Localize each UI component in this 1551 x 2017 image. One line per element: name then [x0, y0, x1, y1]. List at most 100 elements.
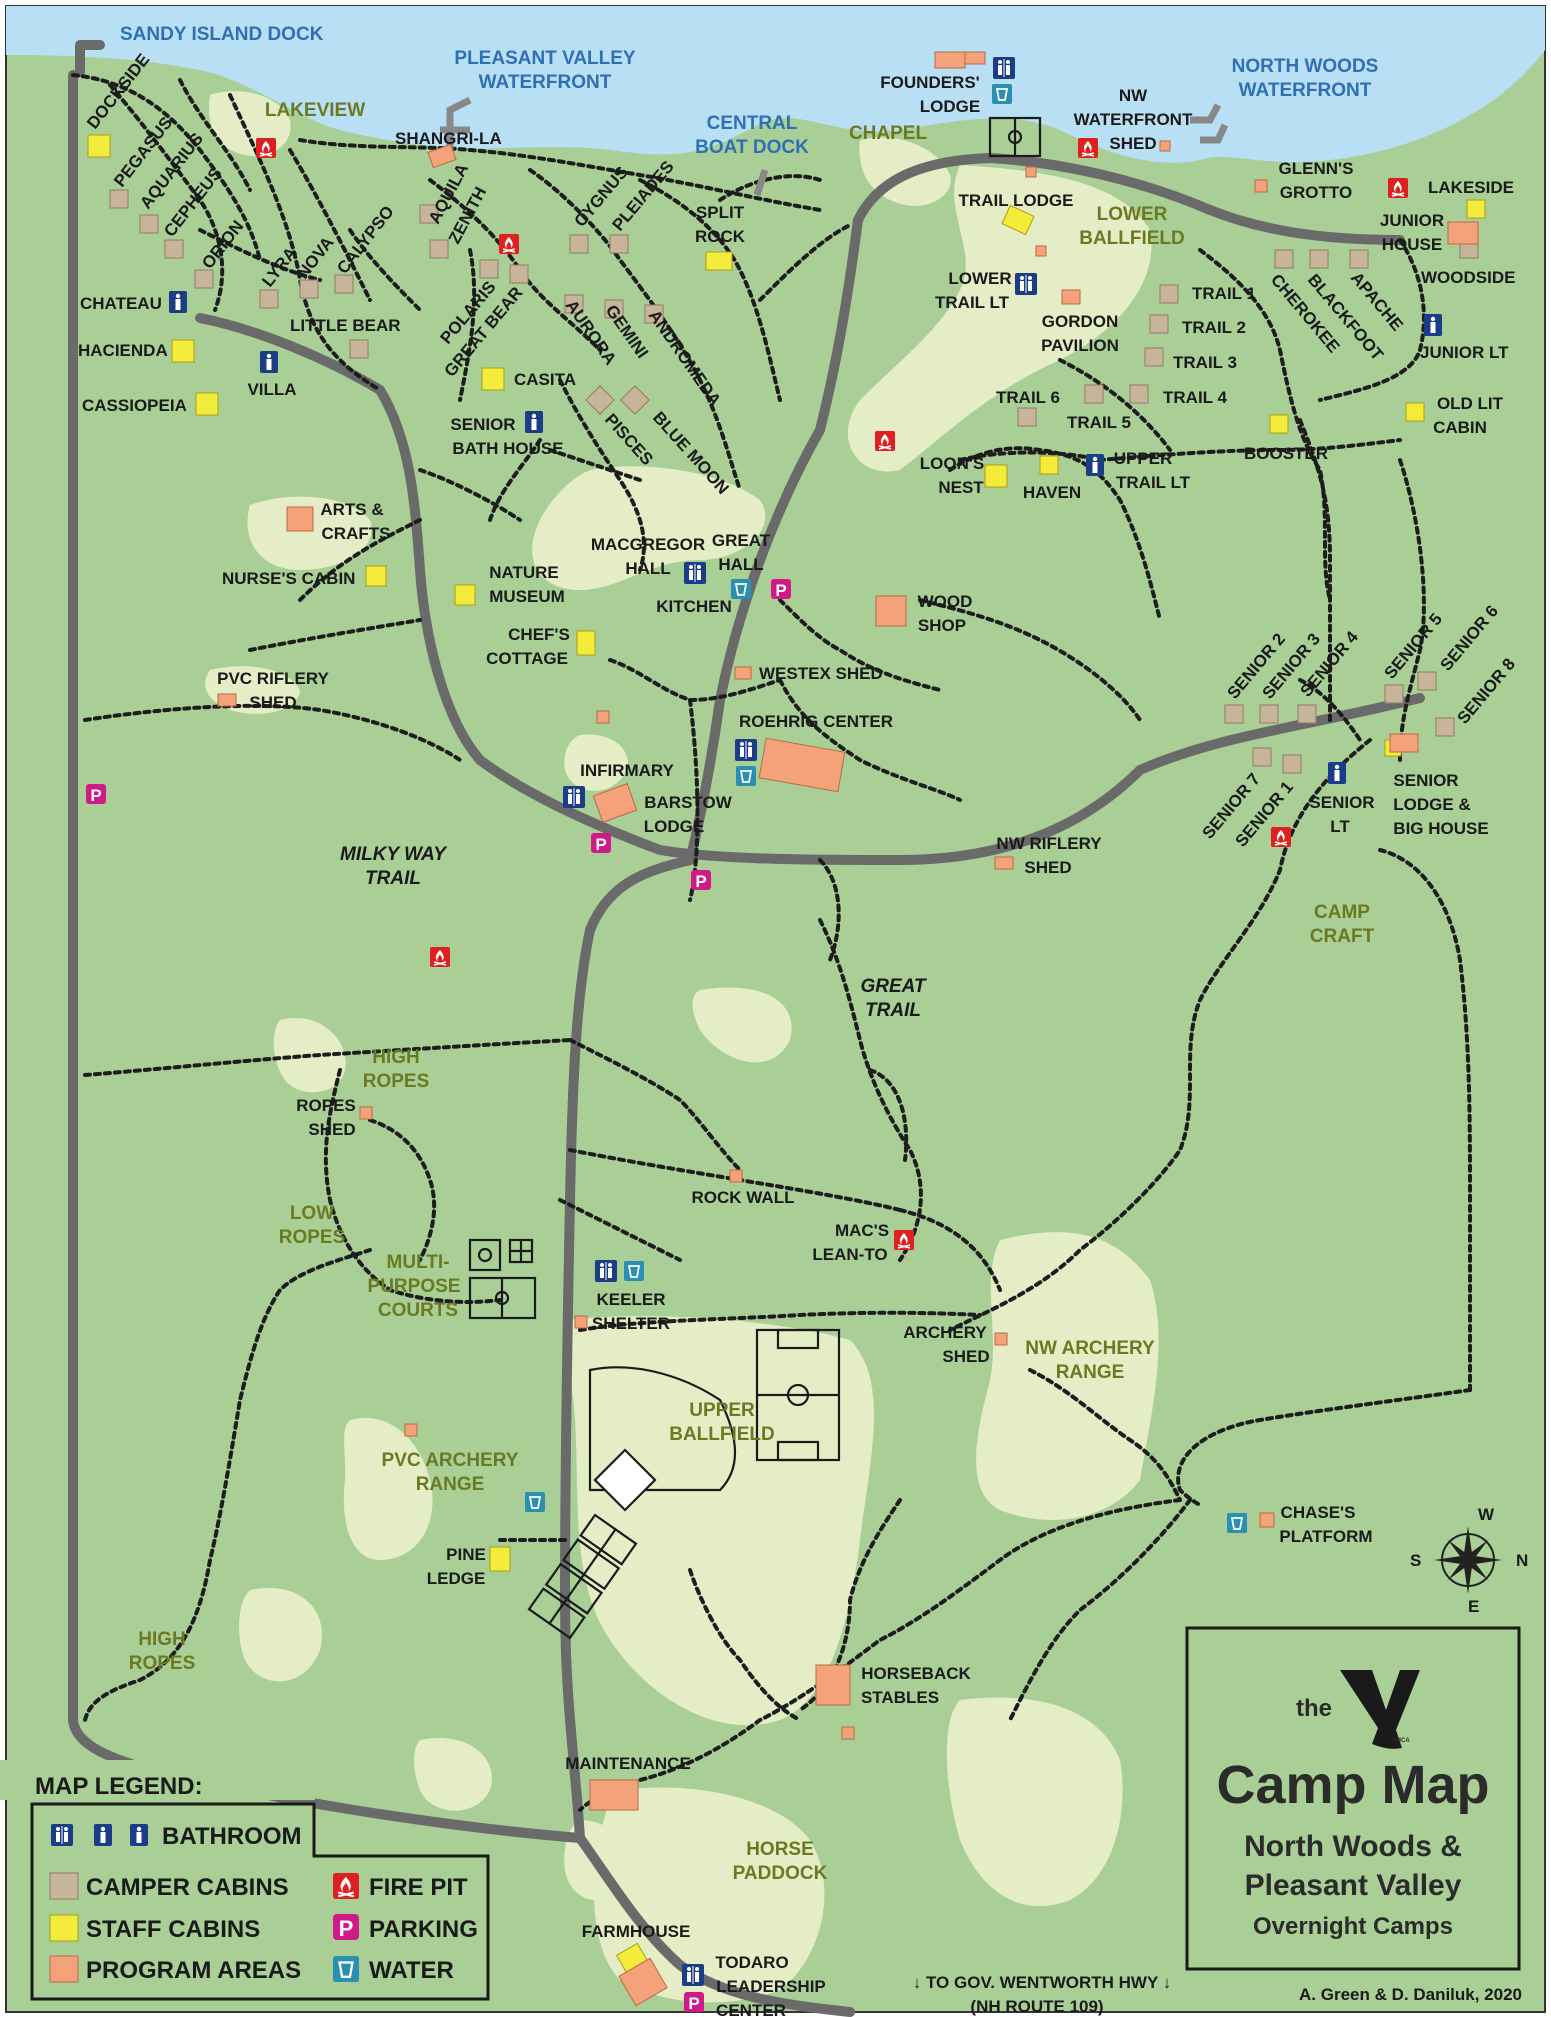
label-kitchen: KITCHEN — [656, 597, 732, 616]
label-horse-paddock: HORSE — [746, 1839, 814, 1860]
label-camp-craft: CAMP — [1314, 902, 1370, 923]
label-senior-bath-house: SENIOR — [450, 415, 515, 434]
label-nature-museum: NATURE — [489, 563, 559, 582]
label-great-trail-2: TRAIL — [865, 1000, 921, 1021]
label-chateau: CHATEAU — [80, 294, 162, 313]
legend-staff-swatch — [49, 1914, 79, 1942]
label-trail-6: TRAIL 6 — [996, 388, 1060, 407]
compass-e: E — [1468, 1597, 1479, 1616]
label-nw-archery-range-2: RANGE — [1056, 1362, 1125, 1383]
label-arts-crafts-2: CRAFTS — [322, 524, 391, 543]
title-subtitle-2: Pleasant Valley — [1245, 1869, 1462, 1902]
trails — [71, 73, 1473, 1812]
label-founders-lodge: FOUNDERS' — [880, 73, 979, 92]
label-junior-house-2: HOUSE — [1382, 235, 1442, 254]
label-nurses-cabin: NURSE'S CABIN — [222, 569, 355, 588]
fire-pit-icon — [1270, 826, 1292, 848]
label-north-woods-waterfront: NORTH WOODS — [1232, 56, 1379, 77]
bathroom-icon — [683, 561, 707, 585]
label-lower-trail-lt-2: TRAIL LT — [935, 293, 1010, 312]
label-pvc-archery-range-2: RANGE — [416, 1474, 485, 1495]
area-labels: LAKEVIEW CHAPEL LOWER BALLFIELD CAMP CRA… — [129, 100, 1375, 1884]
label-low-ropes-2: ROPES — [279, 1227, 346, 1248]
parking-icon — [691, 870, 711, 891]
label-macgregor-hall-2: HALL — [625, 559, 670, 578]
water-icon — [730, 578, 752, 600]
label-pleasant-valley-waterfront-2: WATERFRONT — [479, 72, 612, 93]
label-shangri-la: SHANGRI-LA — [395, 129, 502, 148]
label-lower-ballfield: LOWER — [1097, 204, 1168, 225]
label-nw-waterfront-shed-3: SHED — [1109, 134, 1156, 153]
label-high-ropes-2: ROPES — [363, 1071, 430, 1092]
legend-bathroom-icon-2 — [94, 1824, 112, 1846]
compass-s: S — [1410, 1551, 1421, 1570]
water-icon — [1226, 1512, 1248, 1534]
label-pleasant-valley-waterfront: PLEASANT VALLEY — [454, 48, 636, 69]
label-trail-5: TRAIL 5 — [1067, 413, 1131, 432]
label-chapel: CHAPEL — [849, 123, 928, 144]
label-milky-way-trail-2: TRAIL — [365, 868, 421, 889]
label-keeler-shelter-2: SHELTER — [592, 1314, 670, 1333]
label-chases-platform: CHASE'S — [1281, 1503, 1356, 1522]
label-camp-craft-2: CRAFT — [1310, 926, 1375, 947]
label-horseback-stables-2: STABLES — [861, 1688, 939, 1707]
water-icon — [524, 1491, 546, 1513]
legend-parking: PARKING — [369, 1916, 478, 1943]
label-founders-lodge-2: LODGE — [920, 97, 980, 116]
bathroom-icon — [992, 56, 1016, 80]
ymca-wordmark: YMCA — [1392, 1738, 1410, 1744]
legend-bathroom-icon-3 — [130, 1824, 148, 1846]
label-roehrig-center: ROEHRIG CENTER — [739, 712, 893, 731]
label-little-bear: LITTLE BEAR — [290, 316, 401, 335]
legend-bathroom-icon — [50, 1823, 74, 1847]
legend-staff-cabins: STAFF CABINS — [86, 1916, 260, 1943]
legend-camper-swatch — [49, 1872, 79, 1900]
label-central-boat-dock: CENTRAL — [707, 113, 798, 134]
label-casita: CASITA — [514, 370, 576, 389]
label-high-ropes: HIGH — [372, 1047, 420, 1068]
label-split-rock-2: ROCK — [695, 227, 746, 246]
label-macs-lean-to-2: LEAN-TO — [812, 1245, 887, 1264]
label-trail-lodge: TRAIL LODGE — [959, 191, 1074, 210]
ymca-logo-icon — [1340, 1670, 1420, 1749]
label-wood-shop-2: SHOP — [918, 616, 966, 635]
label-arts-crafts: ARTS & — [320, 500, 383, 519]
legend-fire-pit-icon — [331, 1871, 361, 1901]
label-senior-lt-2: LT — [1330, 817, 1350, 836]
docks — [440, 96, 1229, 197]
label-high-ropes-west-2: ROPES — [129, 1653, 196, 1674]
bathroom-icon — [169, 291, 187, 313]
camper-cabins — [109, 189, 1479, 774]
label-junior-house: JUNIOR — [1380, 211, 1444, 230]
label-wood-shop: WOOD — [918, 592, 973, 611]
fire-pit-icon — [255, 137, 277, 159]
label-senior-lt: SENIOR — [1309, 793, 1374, 812]
label-chefs-cottage-2: COTTAGE — [486, 649, 568, 668]
label-archery-shed: ARCHERY — [903, 1323, 987, 1342]
title-subtitle-1: North Woods & — [1244, 1830, 1462, 1863]
label-cassiopeia: CASSIOPEIA — [82, 396, 187, 415]
label-old-lit-cabin-2: CABIN — [1433, 418, 1487, 437]
fire-pit-icon — [1077, 137, 1099, 159]
label-split-rock: SPLIT — [696, 203, 745, 222]
label-farmhouse: FARMHOUSE — [582, 1922, 691, 1941]
label-barstow-lodge: BARSTOW — [644, 793, 732, 812]
label-trail-1: TRAIL 1 — [1192, 284, 1256, 303]
label-multipurpose-3: COURTS — [378, 1300, 458, 1321]
map-legend: MAP LEGEND: BATHROOM CAMPER CABINS STAFF… — [0, 1760, 490, 2001]
label-gordon-pavilion-2: PAVILION — [1041, 336, 1119, 355]
legend-camper-cabins: CAMPER CABINS — [86, 1874, 289, 1901]
water-icon — [623, 1260, 645, 1282]
bathroom-icon — [525, 411, 543, 433]
program-areas — [217, 51, 1479, 2007]
label-upper-ballfield: UPPER — [689, 1400, 755, 1421]
legend-parking-icon — [333, 1914, 359, 1942]
compass-w: W — [1478, 1505, 1495, 1524]
label-upper-trail-lt: UPPER — [1114, 449, 1173, 468]
lake — [6, 6, 1545, 163]
legend-water-icon — [331, 1954, 361, 1984]
label-great-trail: GREAT — [860, 976, 926, 997]
legend-program-areas: PROGRAM AREAS — [86, 1957, 301, 1984]
label-upper-ballfield-2: BALLFIELD — [669, 1424, 775, 1445]
